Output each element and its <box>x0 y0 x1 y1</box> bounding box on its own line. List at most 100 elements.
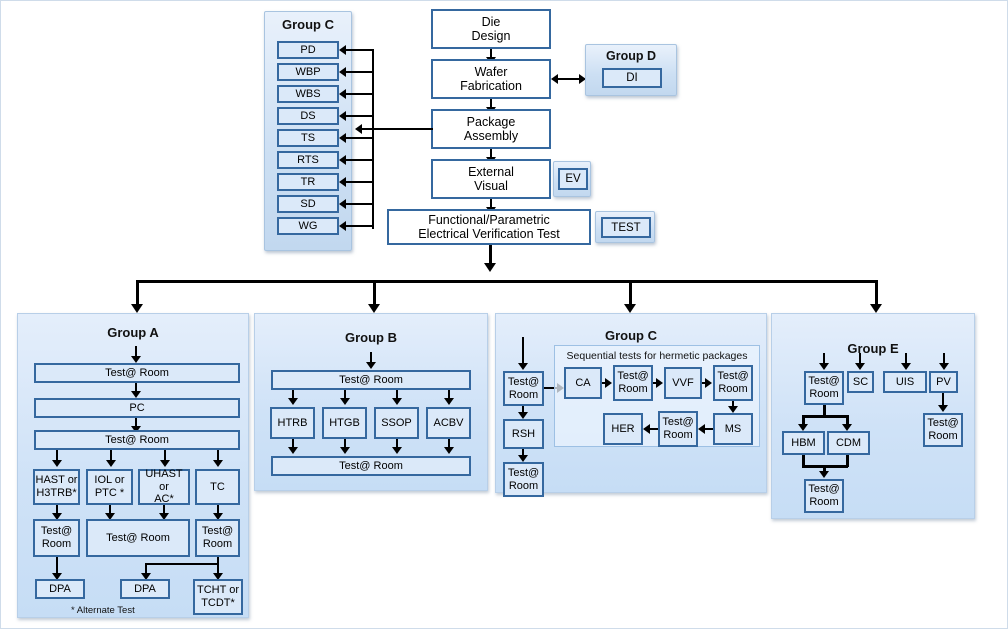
arrowhead-e-branch2 <box>855 363 865 370</box>
node-wbp[interactable]: WBP <box>277 63 339 81</box>
node-a-tc[interactable]: TC <box>195 469 240 505</box>
node-functional-electrical-test[interactable]: Functional/Parametric Electrical Verific… <box>387 209 591 245</box>
arrowhead-wg <box>339 221 346 231</box>
node-e-pv[interactable]: PV <box>929 371 958 393</box>
connector-busC-ds <box>346 115 374 117</box>
node-a-uhast[interactable]: UHAST or AC* <box>138 468 190 505</box>
node-b-htgb-label: HTGB <box>329 416 360 429</box>
node-b-ssop[interactable]: SSOP <box>374 407 419 439</box>
node-c-entry-line1: Test@ <box>507 375 540 388</box>
node-a-dpa-right[interactable]: DPA <box>120 579 170 599</box>
node-c-her[interactable]: HER <box>603 413 643 445</box>
group-c-sequential-label: Sequential tests for hermetic packages <box>566 350 748 362</box>
node-a-dpa-left[interactable]: DPA <box>35 579 85 599</box>
node-c-test1[interactable]: Test@ Room <box>613 365 653 401</box>
node-a-tcht-line1: TCHT or <box>197 584 239 597</box>
connector-c-ms-to-t3 <box>704 428 713 430</box>
node-c-exit-test[interactable]: Test@ Room <box>503 462 544 497</box>
node-a-tcht-line2: TCDT* <box>201 597 235 609</box>
node-a-hast[interactable]: HAST or H3TRB* <box>33 469 80 505</box>
node-e-hbm[interactable]: HBM <box>782 431 825 455</box>
connector-a-tc-down <box>217 505 219 516</box>
node-c-ms-label: MS <box>724 422 742 435</box>
node-ds[interactable]: DS <box>277 107 339 125</box>
connector-c-entry <box>522 337 524 365</box>
node-c-entry-test[interactable]: Test@ Room <box>503 371 544 406</box>
node-a-test-room-1[interactable]: Test@ Room <box>34 363 240 383</box>
node-a-post-left[interactable]: Test@ Room <box>33 519 80 557</box>
arrowhead-e-hbm <box>798 424 808 431</box>
connector-a-iol-down <box>109 505 111 516</box>
node-a-iol[interactable]: IOL or PTC * <box>86 469 133 505</box>
arrowhead-b-test-top <box>366 362 376 369</box>
node-e-entry-test[interactable]: Test@ Room <box>804 371 844 405</box>
node-b-htgb[interactable]: HTGB <box>322 407 367 439</box>
arrowhead-pd <box>339 45 346 55</box>
node-c-rsh-label: RSH <box>511 427 536 440</box>
connector-e-pv-down <box>942 393 944 407</box>
node-wafer-fabrication[interactable]: Wafer Fabrication <box>431 59 551 99</box>
node-a-post-left-line2: Room <box>41 538 72 550</box>
node-a-post-mid[interactable]: Test@ Room <box>86 519 190 557</box>
arrowhead-b-branch1 <box>288 398 298 405</box>
arrowhead-a-tcht <box>213 573 223 580</box>
wafer-fab-line2: Fabrication <box>460 79 522 93</box>
node-e-sc[interactable]: SC <box>847 371 874 393</box>
node-tr[interactable]: TR <box>277 173 339 191</box>
badge-test[interactable]: TEST <box>601 217 651 238</box>
node-e-cdm[interactable]: CDM <box>827 431 870 455</box>
arrowhead-wbs <box>339 89 346 99</box>
node-c-vvf[interactable]: VVF <box>664 367 702 399</box>
arrowhead-c-vvf <box>656 378 663 388</box>
node-a-iol-line2: PTC * <box>94 487 125 499</box>
arrowhead-ts <box>339 133 346 143</box>
connector-wafer-to-package <box>490 99 492 109</box>
connector-e-merge-down <box>823 465 826 475</box>
connector-busC-pd <box>346 49 374 51</box>
arrowhead-b-out4 <box>444 447 454 454</box>
connector-b-out4 <box>448 439 450 450</box>
node-ts[interactable]: TS <box>277 129 339 147</box>
node-pd[interactable]: PD <box>277 41 339 59</box>
arrowhead-e-branch4 <box>939 363 949 370</box>
node-b-htrb[interactable]: HTRB <box>270 407 315 439</box>
branch-group-c <box>629 280 632 308</box>
node-di[interactable]: DI <box>602 68 662 88</box>
node-sd[interactable]: SD <box>277 195 339 213</box>
node-c-vvf-label: VVF <box>672 376 694 389</box>
node-e-uis[interactable]: UIS <box>883 371 927 393</box>
node-rts[interactable]: RTS <box>277 151 339 169</box>
node-sd-label: SD <box>300 197 316 210</box>
node-package-assembly[interactable]: Package Assembly <box>431 109 551 149</box>
node-b-test-room-bottom[interactable]: Test@ Room <box>271 456 471 476</box>
arrowhead-b-branch2 <box>340 398 350 405</box>
node-c-ms[interactable]: MS <box>713 413 753 445</box>
node-e-pv-label: PV <box>936 375 951 388</box>
node-c-test3[interactable]: Test@ Room <box>658 411 698 447</box>
arrowhead-a-branch1 <box>52 460 62 467</box>
node-a-pc[interactable]: PC <box>34 398 240 418</box>
node-a-tcht[interactable]: TCHT or TCDT* <box>193 579 243 615</box>
node-c-rsh[interactable]: RSH <box>503 419 544 449</box>
arrowhead-a-pc <box>131 391 141 398</box>
connector-b-out3 <box>396 439 398 450</box>
node-e-pv-out[interactable]: Test@ Room <box>923 413 963 447</box>
node-die-design[interactable]: Die Design <box>431 9 551 49</box>
arrowhead-c-t1 <box>605 378 612 388</box>
node-a-test-room-2[interactable]: Test@ Room <box>34 430 240 450</box>
node-wg[interactable]: WG <box>277 217 339 235</box>
node-a-post-mid-label: Test@ Room <box>106 531 170 544</box>
node-wbs[interactable]: WBS <box>277 85 339 103</box>
node-c-ca[interactable]: CA <box>564 367 602 399</box>
connector-e-split-left <box>802 415 805 427</box>
node-a-post-right[interactable]: Test@ Room <box>195 519 240 557</box>
arrowhead-c-rsh <box>518 412 528 419</box>
node-b-acbv[interactable]: ACBV <box>426 407 471 439</box>
node-b-test-room-top[interactable]: Test@ Room <box>271 370 471 390</box>
node-external-visual[interactable]: External Visual <box>431 159 551 199</box>
node-e-esd-out[interactable]: Test@ Room <box>804 479 844 513</box>
badge-ev[interactable]: EV <box>558 168 588 190</box>
node-c-test2[interactable]: Test@ Room <box>713 365 753 401</box>
arrowhead-test-down <box>484 263 496 272</box>
